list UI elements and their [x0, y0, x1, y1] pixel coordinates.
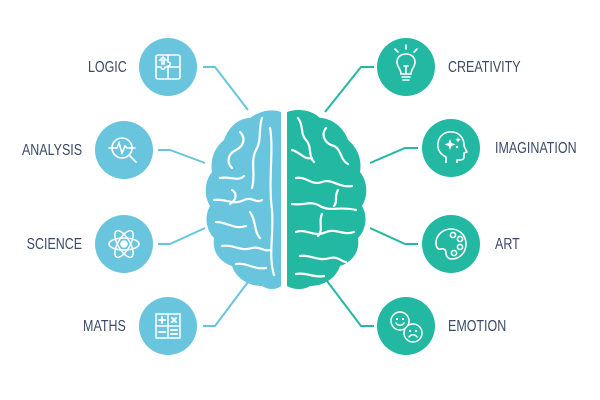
head-sparkle-icon [437, 131, 468, 163]
node-maths [139, 297, 197, 355]
label-maths: MATHS [83, 318, 126, 335]
label-emotion: EMOTION [448, 318, 507, 335]
label-imagination: IMAGINATION [495, 140, 577, 157]
label-logic: LOGIC [88, 59, 127, 76]
left-hemisphere [205, 110, 281, 289]
label-creativity: CREATIVITY [448, 59, 521, 76]
magnifier-pulse-icon [108, 137, 137, 163]
right-connectors [324, 66, 418, 327]
lightbulb-icon [394, 44, 418, 81]
palette-icon [435, 228, 467, 260]
node-science [95, 215, 153, 273]
node-analysis [95, 121, 153, 179]
node-creativity [377, 38, 435, 96]
left-connectors [158, 66, 249, 327]
node-emotion [377, 297, 435, 355]
node-art [422, 215, 480, 273]
node-logic [139, 38, 197, 96]
puzzle-icon [155, 54, 181, 80]
node-imagination [422, 119, 480, 177]
label-science: SCIENCE [26, 236, 82, 253]
label-analysis: ANALYSIS [21, 142, 82, 159]
calculator-icon [155, 313, 181, 339]
smiley-faces-icon [390, 311, 423, 343]
atom-icon [108, 229, 140, 259]
label-art: ART [495, 236, 520, 253]
right-hemisphere [287, 110, 367, 289]
